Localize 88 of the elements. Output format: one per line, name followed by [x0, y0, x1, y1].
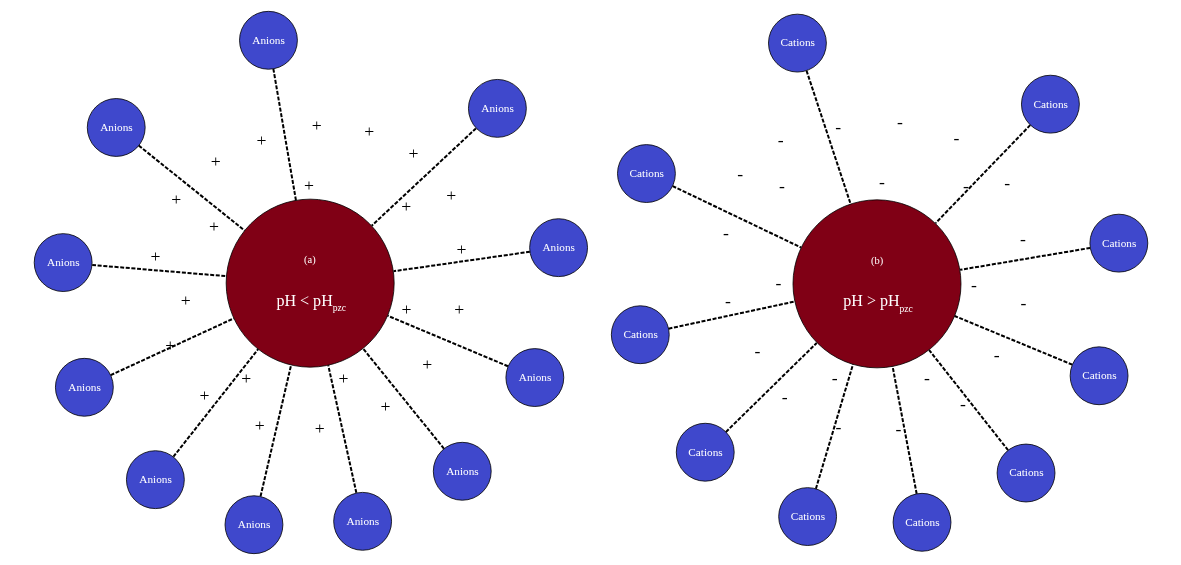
connector [326, 365, 357, 494]
label: - [962, 176, 969, 197]
connector [805, 70, 852, 205]
node-circle: Cations [1020, 74, 1080, 134]
node-circle: Anions [505, 348, 564, 407]
node-circle: Anions [86, 98, 146, 157]
label: - [754, 341, 761, 362]
node-circle: Cations [1089, 213, 1148, 273]
node-circle: Anions [467, 79, 527, 138]
label: + [180, 289, 191, 310]
label: - [834, 416, 841, 437]
connector [91, 264, 226, 278]
node-circle: Anions [432, 441, 492, 501]
label: + [240, 367, 251, 388]
label: - [953, 127, 959, 148]
label: - [1019, 292, 1026, 313]
connector [370, 127, 477, 227]
connector [109, 317, 234, 377]
node-circle: Anions [238, 10, 298, 70]
node-circle: Cations [675, 422, 735, 482]
node-circle: Cations [892, 492, 951, 552]
label: + [400, 195, 411, 216]
label: + [198, 385, 209, 406]
node-circle: Anions [332, 492, 392, 551]
connector [724, 342, 817, 433]
label: - [724, 290, 731, 311]
connector [137, 144, 245, 232]
node-circle: Cations [616, 144, 676, 203]
label: - [895, 418, 901, 439]
label: - [959, 394, 966, 415]
label: + [314, 418, 325, 439]
connector [671, 185, 801, 249]
node-circle: Cations [610, 305, 670, 365]
label: + [311, 115, 322, 136]
connector [934, 124, 1031, 224]
label: + [456, 239, 467, 260]
label: + [256, 129, 267, 150]
node-circle: (b) pH > pH$_{pzc}$ [792, 199, 961, 369]
label: + [363, 121, 374, 142]
label: - [736, 164, 743, 185]
connector [959, 246, 1090, 271]
label: + [408, 142, 419, 163]
connector [271, 68, 297, 201]
node-circle: (a) pH < pH$_{pzc}$ [225, 198, 395, 368]
node-circle: Anions [33, 233, 92, 292]
connector [392, 250, 530, 273]
label: - [834, 116, 841, 137]
connector [259, 364, 292, 497]
node-circle: Cations [996, 443, 1055, 503]
node-circle: Anions [125, 450, 185, 509]
node-circle: Cations [767, 13, 827, 73]
label: + [208, 215, 219, 236]
node-circle: Cations [1069, 346, 1128, 406]
connector [814, 364, 854, 489]
label: + [150, 245, 161, 266]
label: - [778, 176, 785, 197]
label: + [338, 368, 349, 389]
connector [667, 300, 795, 330]
label: - [774, 273, 781, 294]
label: - [1003, 173, 1010, 194]
connector [927, 349, 1009, 451]
connector [953, 315, 1073, 366]
connector [386, 314, 508, 368]
label: + [445, 184, 456, 205]
node-circle: Anions [528, 218, 588, 277]
label: - [923, 368, 930, 389]
connector [172, 348, 259, 458]
label: + [303, 174, 314, 195]
label: + [400, 298, 411, 319]
label: - [722, 222, 729, 243]
label: - [777, 129, 784, 150]
label: + [379, 396, 390, 417]
label: + [254, 415, 265, 436]
label: - [896, 111, 903, 132]
node-circle: Cations [777, 487, 837, 546]
label: - [781, 387, 788, 408]
label: + [421, 354, 432, 375]
connector [361, 347, 445, 450]
node-circle: Anions [224, 495, 283, 555]
label: + [170, 188, 181, 209]
label: - [993, 345, 1000, 366]
label: - [878, 172, 885, 193]
label: + [453, 298, 464, 319]
label: + [210, 151, 221, 172]
label: - [831, 368, 838, 389]
node-circle: Anions [54, 357, 114, 417]
label: - [970, 275, 977, 296]
label: - [1019, 229, 1026, 250]
